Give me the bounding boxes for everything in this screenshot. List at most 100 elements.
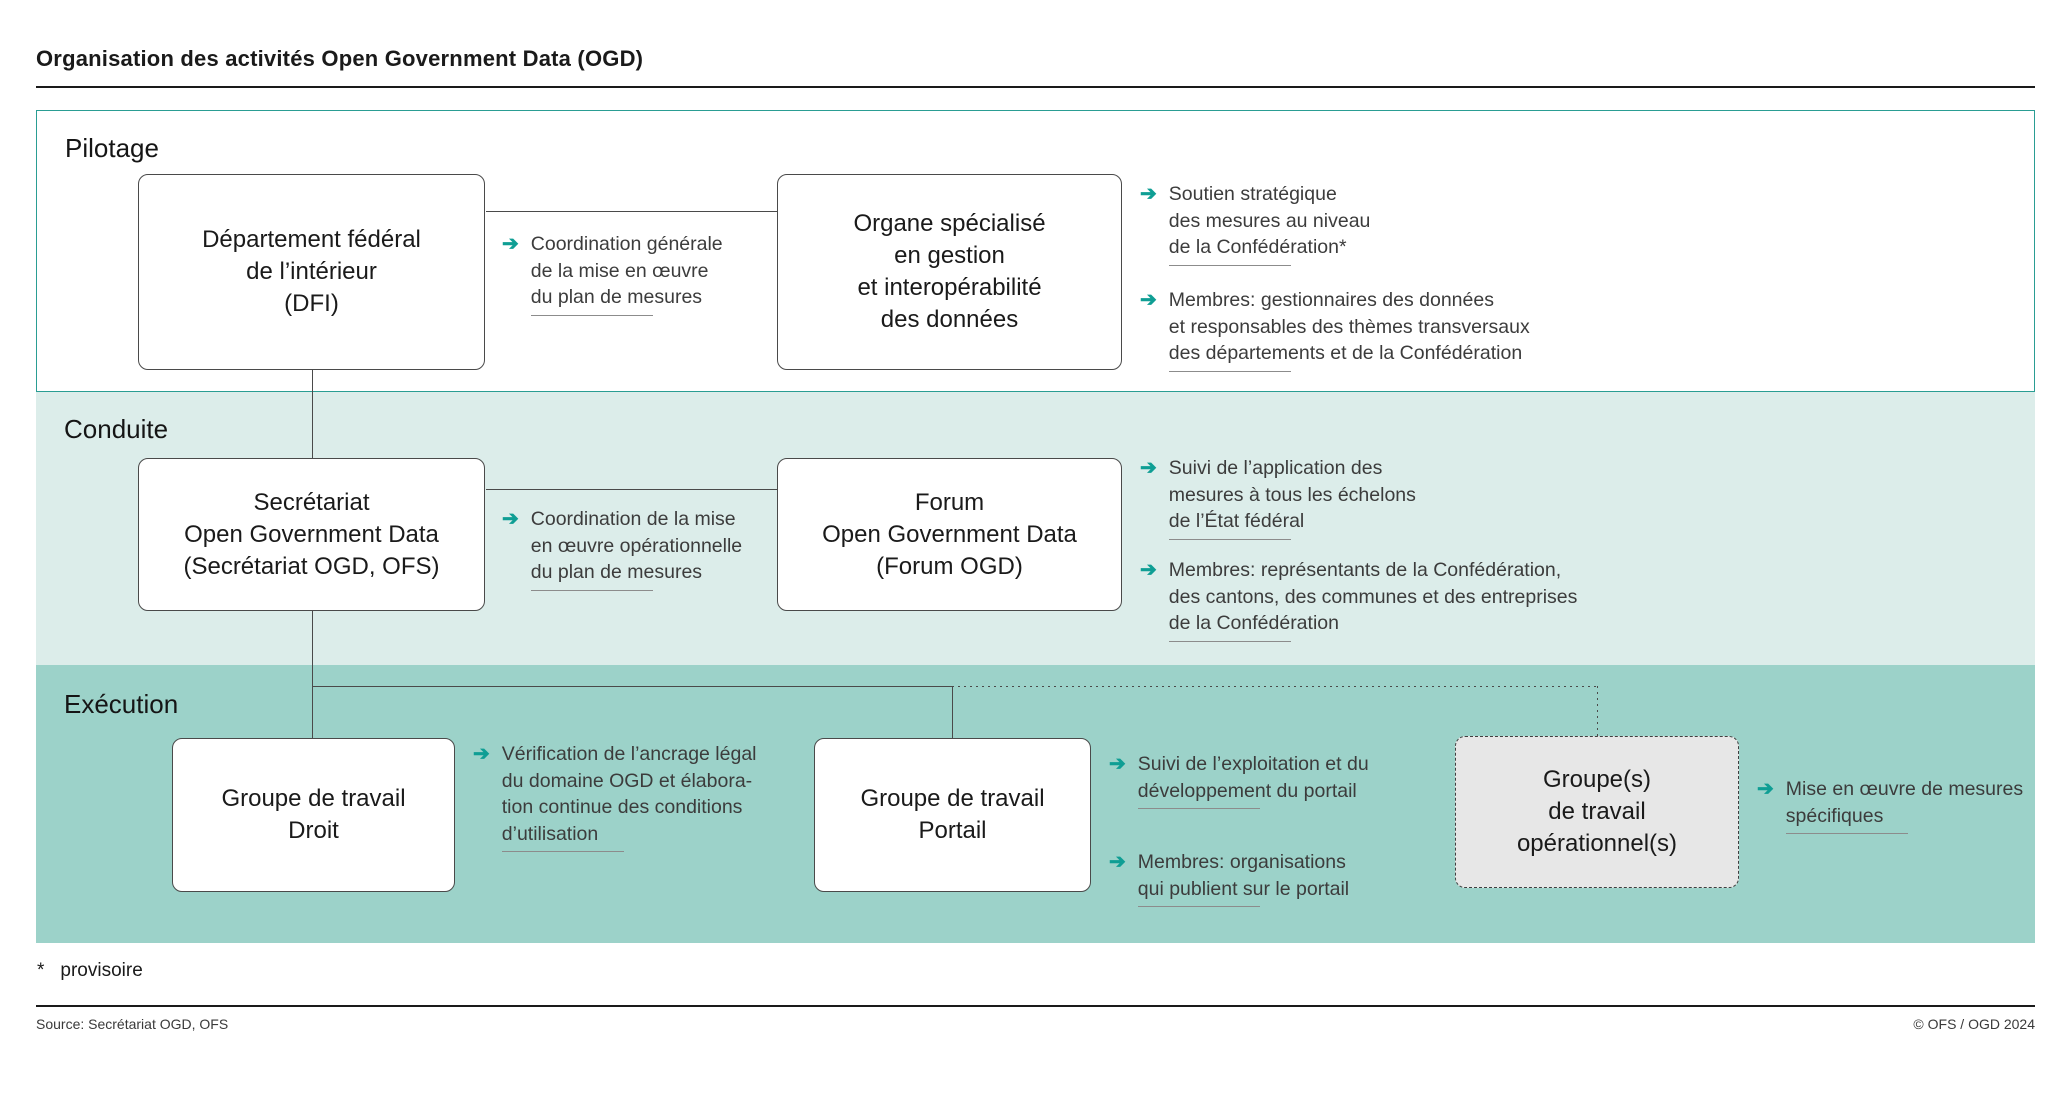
annotation-line: Mise en œuvre de mesures: [1785, 778, 2024, 800]
arrow-right-icon: ➔: [1757, 778, 1774, 800]
annotation-line: Vérification de l’ancrage légal: [501, 743, 757, 765]
annotation-line: qui publient sur le portail: [1137, 877, 1350, 900]
connector-branch-dotted: [952, 686, 1597, 687]
annotation-line: de la mise en œuvre: [530, 259, 709, 282]
arrow-right-icon: ➔: [1140, 289, 1157, 311]
node-line: opérationnel(s): [1516, 830, 1678, 857]
annotation-forum-suivi: ➔ Suivi de l’application des mesures à t…: [1140, 455, 1416, 540]
footer-rule: [36, 1005, 2035, 1007]
annotation-line: d’utilisation: [501, 822, 599, 845]
annotation-underline: [1137, 906, 1260, 907]
annotation-droit: ➔ Vérification de l’ancrage légal du dom…: [473, 741, 757, 852]
annotation-secretariat: ➔ Coordination de la mise en œuvre opéra…: [502, 506, 742, 591]
arrow-right-icon: ➔: [1109, 851, 1126, 873]
annotation-line: Suivi de l’application des: [1168, 457, 1383, 479]
annotation-organe-soutien: ➔ Soutien stratégique des mesures au niv…: [1140, 181, 1370, 266]
annotation-line: Coordination de la mise: [530, 508, 736, 530]
connector-dfi-organe: [486, 211, 777, 212]
annotation-underline: [530, 589, 653, 591]
node-line: en gestion: [894, 242, 1005, 269]
node-line: Organe spécialisé: [853, 210, 1046, 237]
source-note: Source: Secrétariat OGD, OFS: [36, 1016, 229, 1032]
arrow-right-icon: ➔: [502, 508, 519, 530]
annotation-line: mesures à tous les échelons: [1168, 483, 1416, 506]
annotation-underline: [1168, 640, 1291, 642]
node-groupe-travail-droit: Groupe de travail Droit: [172, 738, 455, 892]
annotation-line: Membres: gestionnaires des données: [1168, 289, 1494, 311]
node-line: Secrétariat: [253, 488, 370, 516]
annotation-line: Soutien stratégique: [1168, 183, 1337, 205]
band-conduite-label: Conduite: [64, 414, 169, 444]
annotation-line: du plan de mesures: [530, 561, 703, 583]
title-rule: [36, 86, 2035, 88]
node-line: Droit: [288, 817, 339, 844]
node-line: et interopérabilité: [857, 274, 1042, 301]
node-line: Département fédéral: [202, 226, 421, 253]
annotation-line: de la Confédération*: [1168, 236, 1347, 258]
arrow-right-icon: ➔: [1140, 183, 1157, 205]
annotation-underline: [1168, 264, 1291, 266]
annotation-underline: [1785, 833, 1908, 834]
annotation-line: du plan de mesures: [530, 286, 703, 308]
annotation-portail-membres: ➔ Membres: organisations qui publient su…: [1109, 849, 1349, 907]
node-line: Open Government Data: [822, 520, 1077, 548]
annotation-dfi: ➔ Coordination générale de la mise en œu…: [502, 231, 723, 316]
connector-secretariat-forum: [486, 489, 777, 490]
annotation-line: des départements et de la Confédération: [1168, 342, 1523, 364]
arrow-right-icon: ➔: [502, 233, 519, 255]
arrow-right-icon: ➔: [1140, 559, 1157, 581]
annotation-line: Suivi de l’exploitation et du: [1137, 753, 1369, 775]
page-title: Organisation des activités Open Governme…: [36, 46, 644, 71]
footnote-text: provisoire: [60, 960, 143, 981]
node-line: Groupe de travail: [860, 785, 1045, 812]
annotation-underline: [1137, 808, 1260, 809]
node-line: Portail: [918, 817, 987, 844]
node-line: (DFI): [284, 290, 339, 317]
annotation-operationnel: ➔ Mise en œuvre de mesures spécifiques: [1757, 776, 2023, 834]
annotation-underline: [1168, 370, 1291, 372]
footnote-marker: *: [37, 960, 45, 981]
annotation-underline: [501, 851, 624, 852]
connector-operationnel-drop: [1597, 686, 1598, 736]
connector-portail-drop: [952, 686, 953, 738]
annotation-line: des mesures au niveau: [1168, 209, 1371, 232]
annotation-line: Membres: organisations: [1137, 851, 1346, 873]
arrow-right-icon: ➔: [473, 743, 490, 765]
annotation-line: de l’État fédéral: [1168, 510, 1305, 532]
connector-dfi-secretariat: [312, 370, 313, 458]
annotation-line: Membres: représentants de la Confédérati…: [1168, 559, 1562, 581]
annotation-underline: [530, 314, 653, 316]
annotation-line: tion continue des conditions: [501, 796, 743, 818]
node-organe-specialise: Organe spécialisé en gestion et interopé…: [777, 174, 1122, 370]
annotation-line: développement du portail: [1137, 779, 1357, 802]
annotation-line: et responsables des thèmes transversaux: [1168, 315, 1530, 338]
annotation-portail-suivi: ➔ Suivi de l’exploitation et du développ…: [1109, 751, 1369, 809]
annotation-line: spécifiques: [1785, 804, 1884, 827]
arrow-right-icon: ➔: [1109, 753, 1126, 775]
node-groupe-travail-operationnel: Groupe(s) de travail opérationnel(s): [1455, 736, 1739, 888]
annotation-line: en œuvre opérationnelle: [530, 534, 743, 557]
node-line: des données: [880, 306, 1019, 333]
node-departement-federal-interieur: Département fédéral de l’intérieur (DFI): [138, 174, 485, 370]
copyright-note: © OFS / OGD 2024: [1913, 1016, 2035, 1032]
node-line: de l’intérieur: [246, 258, 377, 285]
node-line: (Forum OGD): [876, 552, 1023, 580]
node-forum-ogd: Forum Open Government Data (Forum OGD): [777, 458, 1122, 611]
annotation-forum-membres: ➔ Membres: représentants de la Confédéra…: [1140, 557, 1577, 642]
connector-secretariat-droit: [312, 611, 313, 738]
annotation-organe-membres: ➔ Membres: gestionnaires des données et …: [1140, 287, 1530, 372]
annotation-line: des cantons, des communes et des entrepr…: [1168, 585, 1578, 608]
node-groupe-travail-portail: Groupe de travail Portail: [814, 738, 1091, 892]
node-line: Groupe(s): [1542, 766, 1652, 793]
node-line: Forum: [914, 488, 985, 516]
node-secretariat-ogd: Secrétariat Open Government Data (Secrét…: [138, 458, 485, 611]
annotation-line: de la Confédération: [1168, 612, 1339, 634]
footnote: * provisoire: [37, 960, 143, 982]
connector-branch-solid: [312, 686, 952, 687]
band-execution-label: Exécution: [64, 689, 179, 719]
node-line: de travail: [1548, 798, 1646, 825]
node-line: (Secrétariat OGD, OFS): [183, 552, 440, 580]
arrow-right-icon: ➔: [1140, 457, 1157, 479]
annotation-line: du domaine OGD et élabora-: [501, 769, 753, 792]
